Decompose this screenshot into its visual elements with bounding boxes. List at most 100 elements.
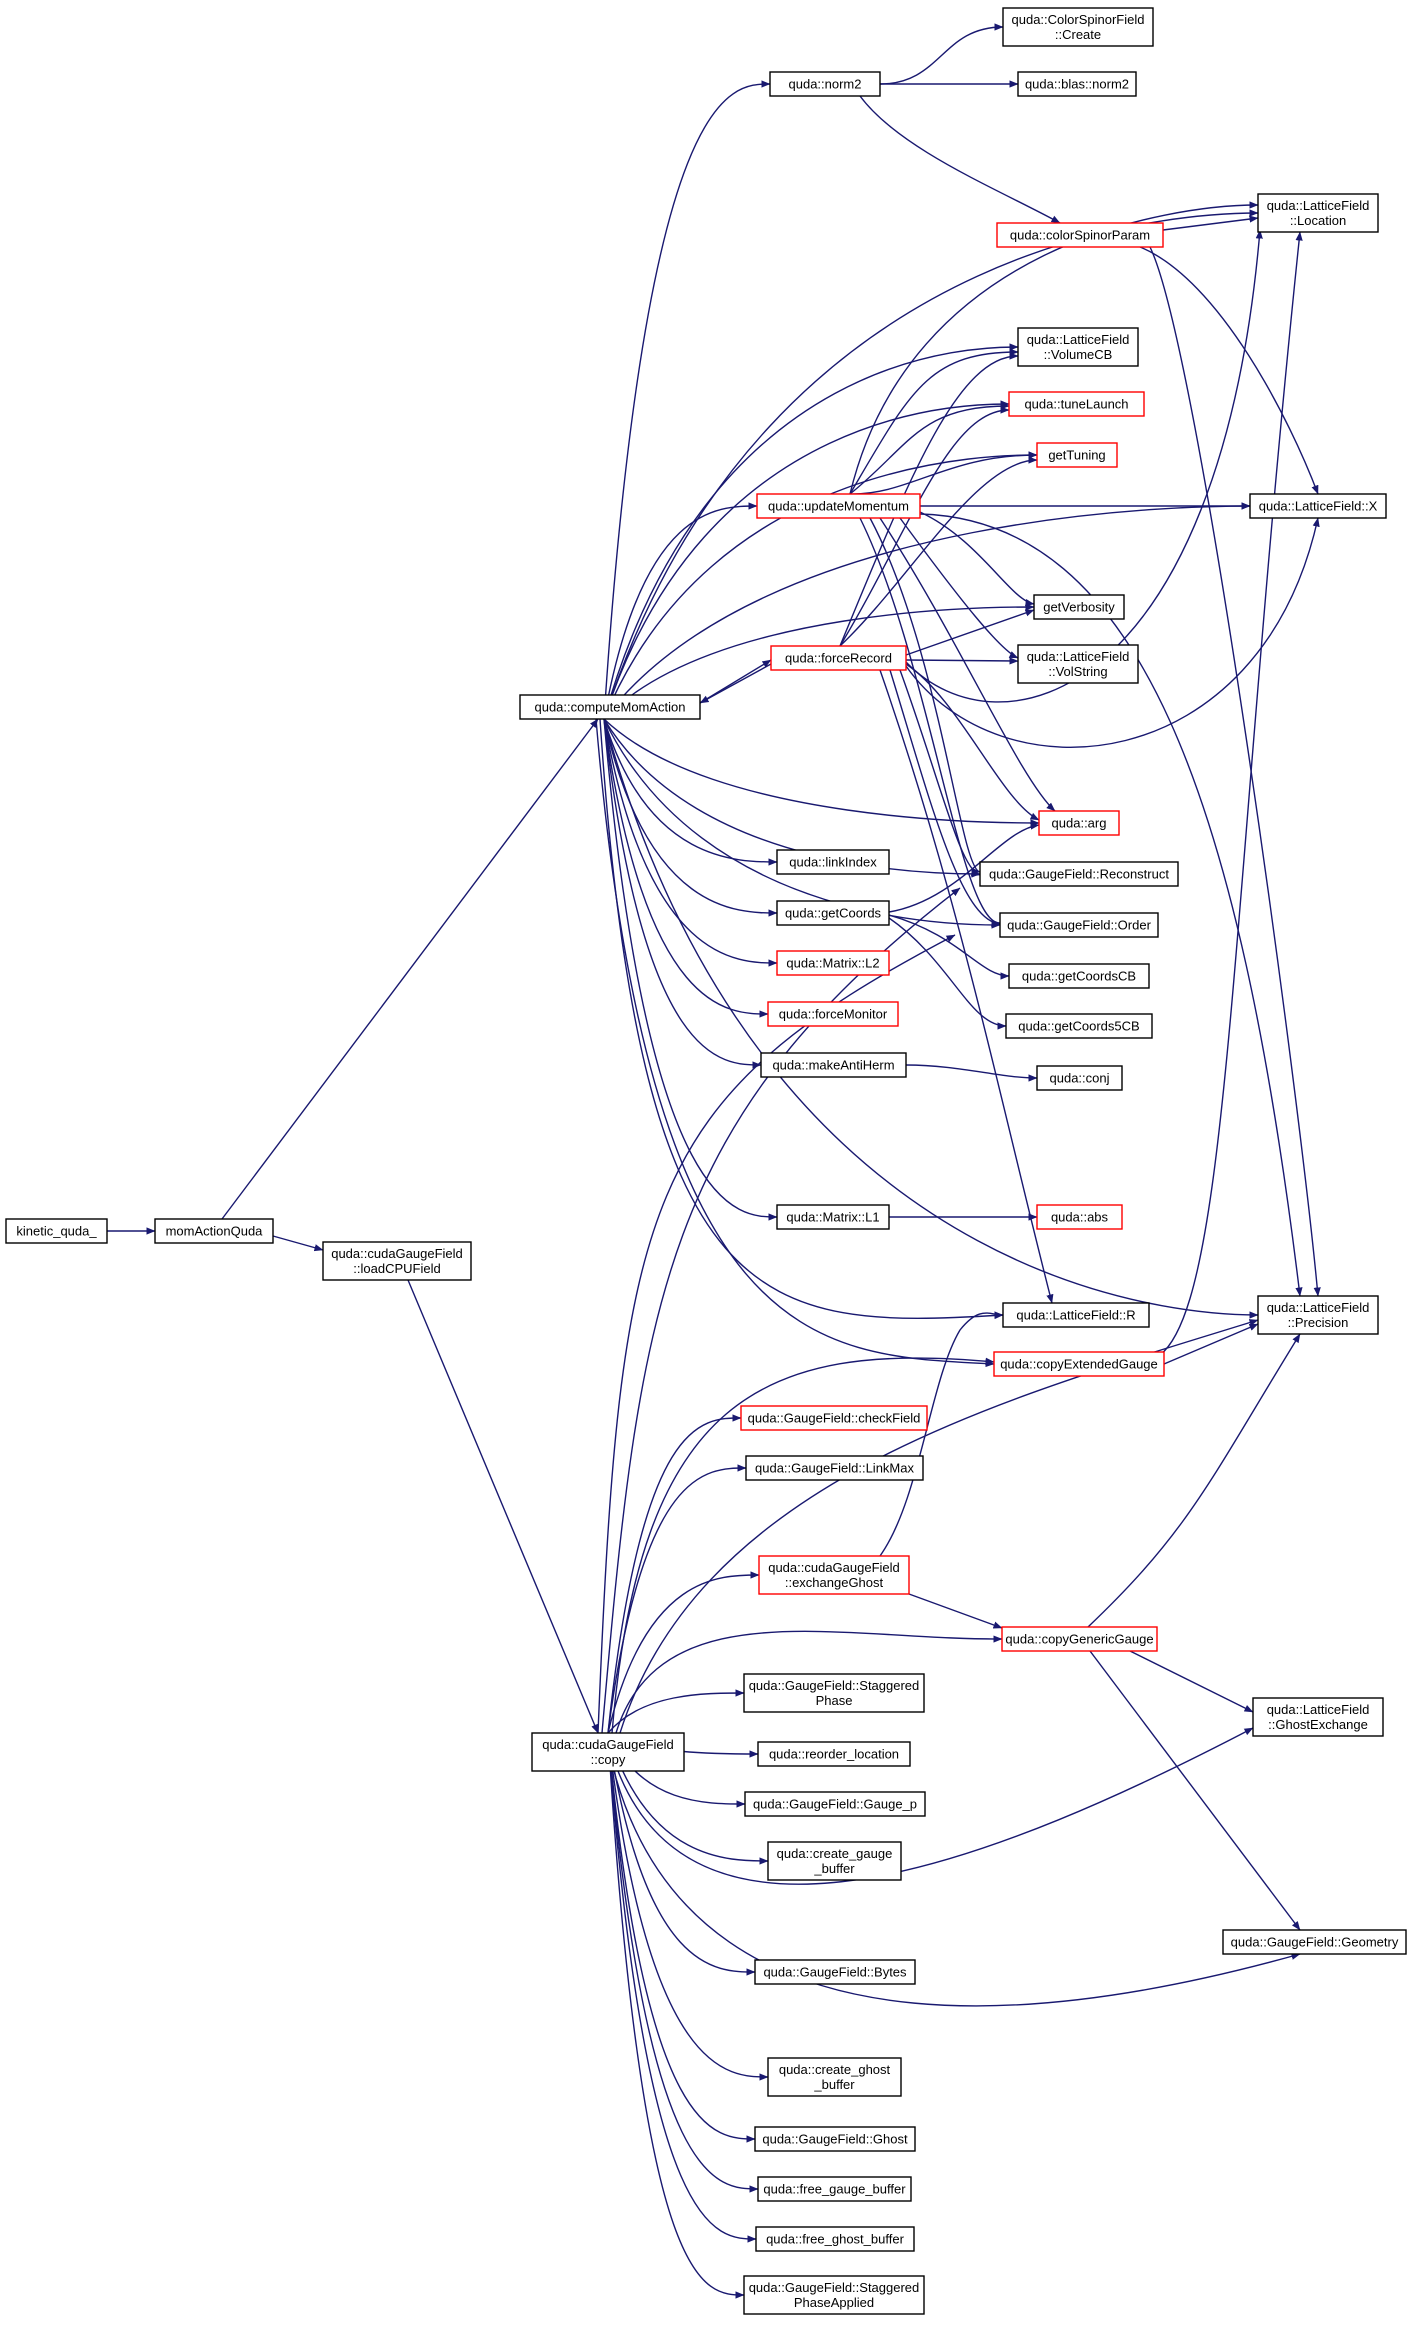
node-forceRecord[interactable]: quda::forceRecord — [770, 645, 907, 671]
node-arg[interactable]: quda::arg — [1038, 810, 1120, 836]
node-box — [743, 2275, 925, 2315]
edge-computeMom-matrixL1 — [603, 718, 778, 1221]
node-label: quda::forceMonitor — [779, 1007, 888, 1022]
node-gfReconstruct[interactable]: quda::GaugeField::Reconstruct — [979, 861, 1179, 887]
node-lfVolumeCB[interactable]: quda::LatticeField::VolumeCB — [1017, 327, 1139, 367]
node-loadCPU[interactable]: quda::cudaGaugeField::loadCPUField — [322, 1241, 472, 1281]
node-box — [770, 645, 907, 671]
node-box — [1257, 193, 1379, 233]
edge-copyGenericGauge-lfGhostExchange — [1129, 1650, 1254, 1713]
node-box — [1001, 1626, 1158, 1652]
edge-cgfcopy-gfGhost — [607, 1732, 756, 2143]
node-getTuning[interactable]: getTuning — [1036, 442, 1118, 468]
node-gfCheckField[interactable]: quda::GaugeField::checkField — [740, 1405, 928, 1431]
node-tuneLaunch[interactable]: quda::tuneLaunch — [1008, 391, 1145, 417]
edge-computeMom-updateMomentum — [603, 502, 758, 720]
node-copyGenericGauge[interactable]: quda::copyGenericGauge — [1001, 1626, 1158, 1652]
node-freeGhostBuffer[interactable]: quda::free_ghost_buffer — [755, 2226, 915, 2252]
node-box — [744, 1791, 926, 1817]
node-lfR[interactable]: quda::LatticeField::R — [1002, 1302, 1150, 1328]
node-makeAntiHerm[interactable]: quda::makeAntiHerm — [760, 1052, 907, 1078]
node-label: quda::LatticeField — [1027, 332, 1130, 347]
node-box — [743, 1673, 925, 1713]
node-getVerbosity[interactable]: getVerbosity — [1033, 594, 1125, 620]
node-momAction[interactable]: momActionQuda — [154, 1218, 274, 1244]
edge-copyExtendedGauge-lfLocation — [1159, 231, 1303, 1356]
node-label: quda::free_ghost_buffer — [766, 2232, 904, 2247]
node-label: ::exchangeGhost — [785, 1575, 884, 1590]
node-copyExtendedGauge[interactable]: quda::copyExtendedGauge — [993, 1351, 1165, 1377]
node-gfGaugeP[interactable]: quda::GaugeField::Gauge_p — [744, 1791, 926, 1817]
node-gfLinkMax[interactable]: quda::GaugeField::LinkMax — [745, 1455, 924, 1481]
node-norm2[interactable]: quda::norm2 — [769, 71, 881, 97]
edge-cgfcopy-exchangeGhost — [607, 1571, 760, 1734]
node-box — [154, 1218, 274, 1244]
node-csfCreate[interactable]: quda::ColorSpinorField::Create — [1002, 7, 1154, 47]
node-label: quda::create_gauge — [777, 1846, 893, 1861]
node-createGaugeBuffer[interactable]: quda::create_gauge_buffer — [767, 1841, 902, 1881]
node-label: ::Precision — [1288, 1315, 1349, 1330]
node-label: quda::GaugeField::checkField — [748, 1411, 921, 1426]
node-matrixL2[interactable]: quda::Matrix::L2 — [776, 950, 890, 976]
node-gfGhost[interactable]: quda::GaugeField::Ghost — [754, 2126, 916, 2152]
edge-cgfcopy-gfGeometry — [613, 1770, 1301, 2007]
node-linkIndex[interactable]: quda::linkIndex — [776, 849, 890, 875]
node-exchangeGhost[interactable]: quda::cudaGaugeField::exchangeGhost — [758, 1555, 910, 1595]
edge-forceRecord-arg — [905, 663, 1040, 821]
node-label: quda::copyExtendedGauge — [1000, 1357, 1158, 1372]
node-getCoordsCB[interactable]: quda::getCoordsCB — [1008, 963, 1150, 989]
node-label: quda::GaugeField::Staggered — [749, 1678, 920, 1693]
edge-exchangeGhost-lfR — [879, 1311, 1004, 1557]
node-box — [1008, 963, 1150, 989]
node-gfGeometry[interactable]: quda::GaugeField::Geometry — [1222, 1929, 1407, 1955]
node-freeGaugeBuffer[interactable]: quda::free_gauge_buffer — [757, 2176, 912, 2202]
node-matrixL1[interactable]: quda::Matrix::L1 — [776, 1204, 890, 1230]
node-box — [1249, 493, 1387, 519]
edge-computeMom-forceRecord — [699, 659, 772, 704]
node-label: quda::LatticeField — [1267, 198, 1370, 213]
node-label: quda::conj — [1050, 1071, 1110, 1086]
node-lfLocation[interactable]: quda::LatticeField::Location — [1257, 193, 1379, 233]
node-forceMonitor[interactable]: quda::forceMonitor — [767, 1001, 899, 1027]
node-getCoords5CB[interactable]: quda::getCoords5CB — [1005, 1013, 1153, 1039]
node-label: quda::forceRecord — [785, 651, 892, 666]
node-getCoords[interactable]: quda::getCoords — [776, 900, 890, 926]
node-kinetic: kinetic_quda_ — [5, 1218, 108, 1244]
node-box — [1002, 1302, 1150, 1328]
node-createGhostBuffer[interactable]: quda::create_ghost_buffer — [767, 2057, 902, 2097]
edge-cgfcopy-gfBytes — [607, 1732, 756, 1976]
node-box — [1036, 1065, 1123, 1091]
node-conj[interactable]: quda::conj — [1036, 1065, 1123, 1091]
edge-forceRecord-lfVolString — [905, 657, 1019, 665]
edge-colorSpinorParam-lfPrecision — [1149, 246, 1321, 1297]
edge-computeMom-norm2 — [603, 80, 771, 720]
edge-computeMom-getTuning — [603, 451, 1038, 720]
node-label: momActionQuda — [166, 1224, 264, 1239]
node-gfOrder[interactable]: quda::GaugeField::Order — [999, 912, 1159, 938]
node-blasNorm2[interactable]: quda::blas::norm2 — [1017, 71, 1137, 97]
node-lfGhostExchange[interactable]: quda::LatticeField::GhostExchange — [1252, 1697, 1384, 1737]
node-computeMom[interactable]: quda::computeMomAction — [519, 694, 701, 720]
node-label: getVerbosity — [1043, 600, 1115, 615]
node-box — [776, 849, 890, 875]
edge-cgfcopy-copyExtendedGauge — [611, 1357, 995, 1734]
node-label: quda::LatticeField — [1267, 1702, 1370, 1717]
node-label: ::loadCPUField — [353, 1261, 440, 1276]
node-lfVolString[interactable]: quda::LatticeField::VolString — [1017, 644, 1139, 684]
edge-computeMom-lfPrecision — [603, 718, 1259, 1319]
node-reorderLocation[interactable]: quda::reorder_location — [757, 1741, 911, 1767]
edge-forceRecord-gfReconstruct — [899, 669, 981, 877]
node-cgfcopy[interactable]: quda::cudaGaugeField::copy — [531, 1732, 685, 1772]
node-lfX[interactable]: quda::LatticeField::X — [1249, 493, 1387, 519]
node-abs[interactable]: quda::abs — [1036, 1204, 1123, 1230]
node-label: quda::LatticeField — [1267, 1300, 1370, 1315]
node-label: quda::ColorSpinorField — [1012, 12, 1145, 27]
edge-forceRecord-lfVolumeCB — [839, 352, 1019, 647]
node-updateMomentum[interactable]: quda::updateMomentum — [756, 493, 921, 519]
node-gfBytes[interactable]: quda::GaugeField::Bytes — [754, 1959, 916, 1985]
node-label: quda::LatticeField::R — [1016, 1308, 1135, 1323]
node-colorSpinorParam[interactable]: quda::colorSpinorParam — [996, 222, 1164, 248]
node-lfPrecision[interactable]: quda::LatticeField::Precision — [1257, 1295, 1379, 1335]
